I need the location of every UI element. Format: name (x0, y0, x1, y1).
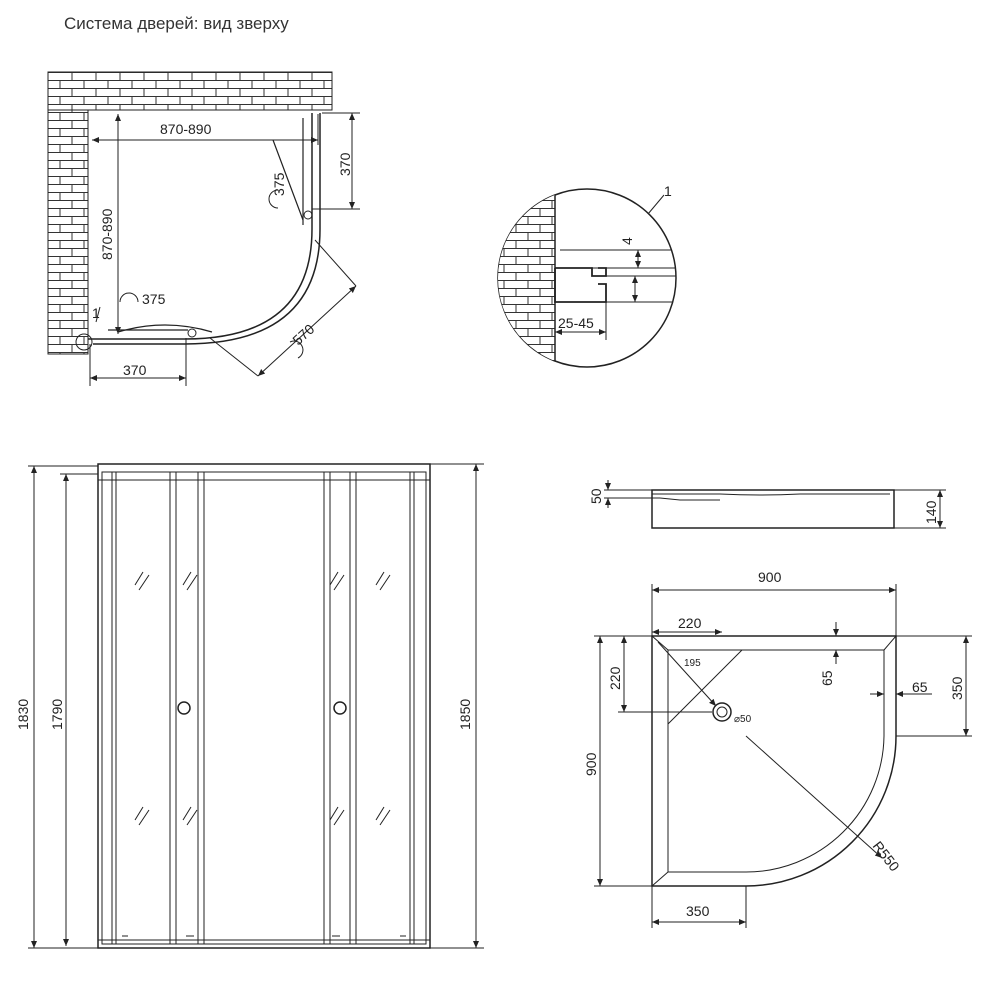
dim-straight-right: 350 (949, 676, 965, 700)
dim-drain-diameter: ⌀50 (734, 714, 752, 725)
tray-plan-view: 900 220 900 220 195 ⌀50 65 65 350 350 R5… (583, 569, 972, 928)
dim-depth: 870-890 (99, 208, 115, 260)
wall-top (47, 71, 333, 111)
dim-fixed-panel-right: 370 (337, 152, 353, 176)
dim-tray-depth: 900 (583, 752, 599, 776)
dim-rim-top: 65 (819, 670, 835, 686)
dim-height-right: 1850 (457, 699, 473, 730)
dim-width: 870-890 (160, 121, 212, 137)
dim-door-swing-left: 375 (142, 291, 166, 307)
callout-1: 1 (92, 305, 100, 321)
tray-side-view: 50 140 (588, 480, 946, 529)
dim-tray-height: 140 (923, 500, 939, 524)
dim-drain-y: 220 (607, 666, 623, 690)
detail-callout: 1 (664, 183, 672, 199)
dim-tray-width: 900 (758, 569, 782, 585)
page-title: Система дверей: вид зверху (64, 14, 289, 33)
door-handle-right (333, 701, 347, 715)
top-view: 870-890 870-890 375 375 370 370 570 1 (47, 71, 360, 386)
dim-fixed-panel-bottom: 370 (123, 362, 147, 378)
dim-door-swing-top: 375 (271, 172, 287, 196)
dim-drain-x: 220 (678, 615, 702, 631)
dim-height-total: 1830 (15, 699, 31, 730)
dim-height-inner: 1790 (49, 699, 65, 730)
door-handle-left (177, 701, 191, 715)
detail-profile-range: 25-45 (558, 315, 594, 331)
dim-rim-right: 65 (912, 679, 928, 695)
dim-radius: R550 (870, 838, 903, 874)
detail-gap: 4 (619, 237, 635, 245)
wall-left (47, 109, 89, 355)
dim-straight-bottom: 350 (686, 903, 710, 919)
drain-outlet (712, 702, 732, 722)
dim-drain-diag: 195 (684, 658, 701, 669)
profile-detail: 1 4 25-45 (497, 183, 677, 368)
dim-lip-height: 50 (588, 488, 604, 504)
front-view: 1830 1790 1850 (15, 463, 484, 949)
